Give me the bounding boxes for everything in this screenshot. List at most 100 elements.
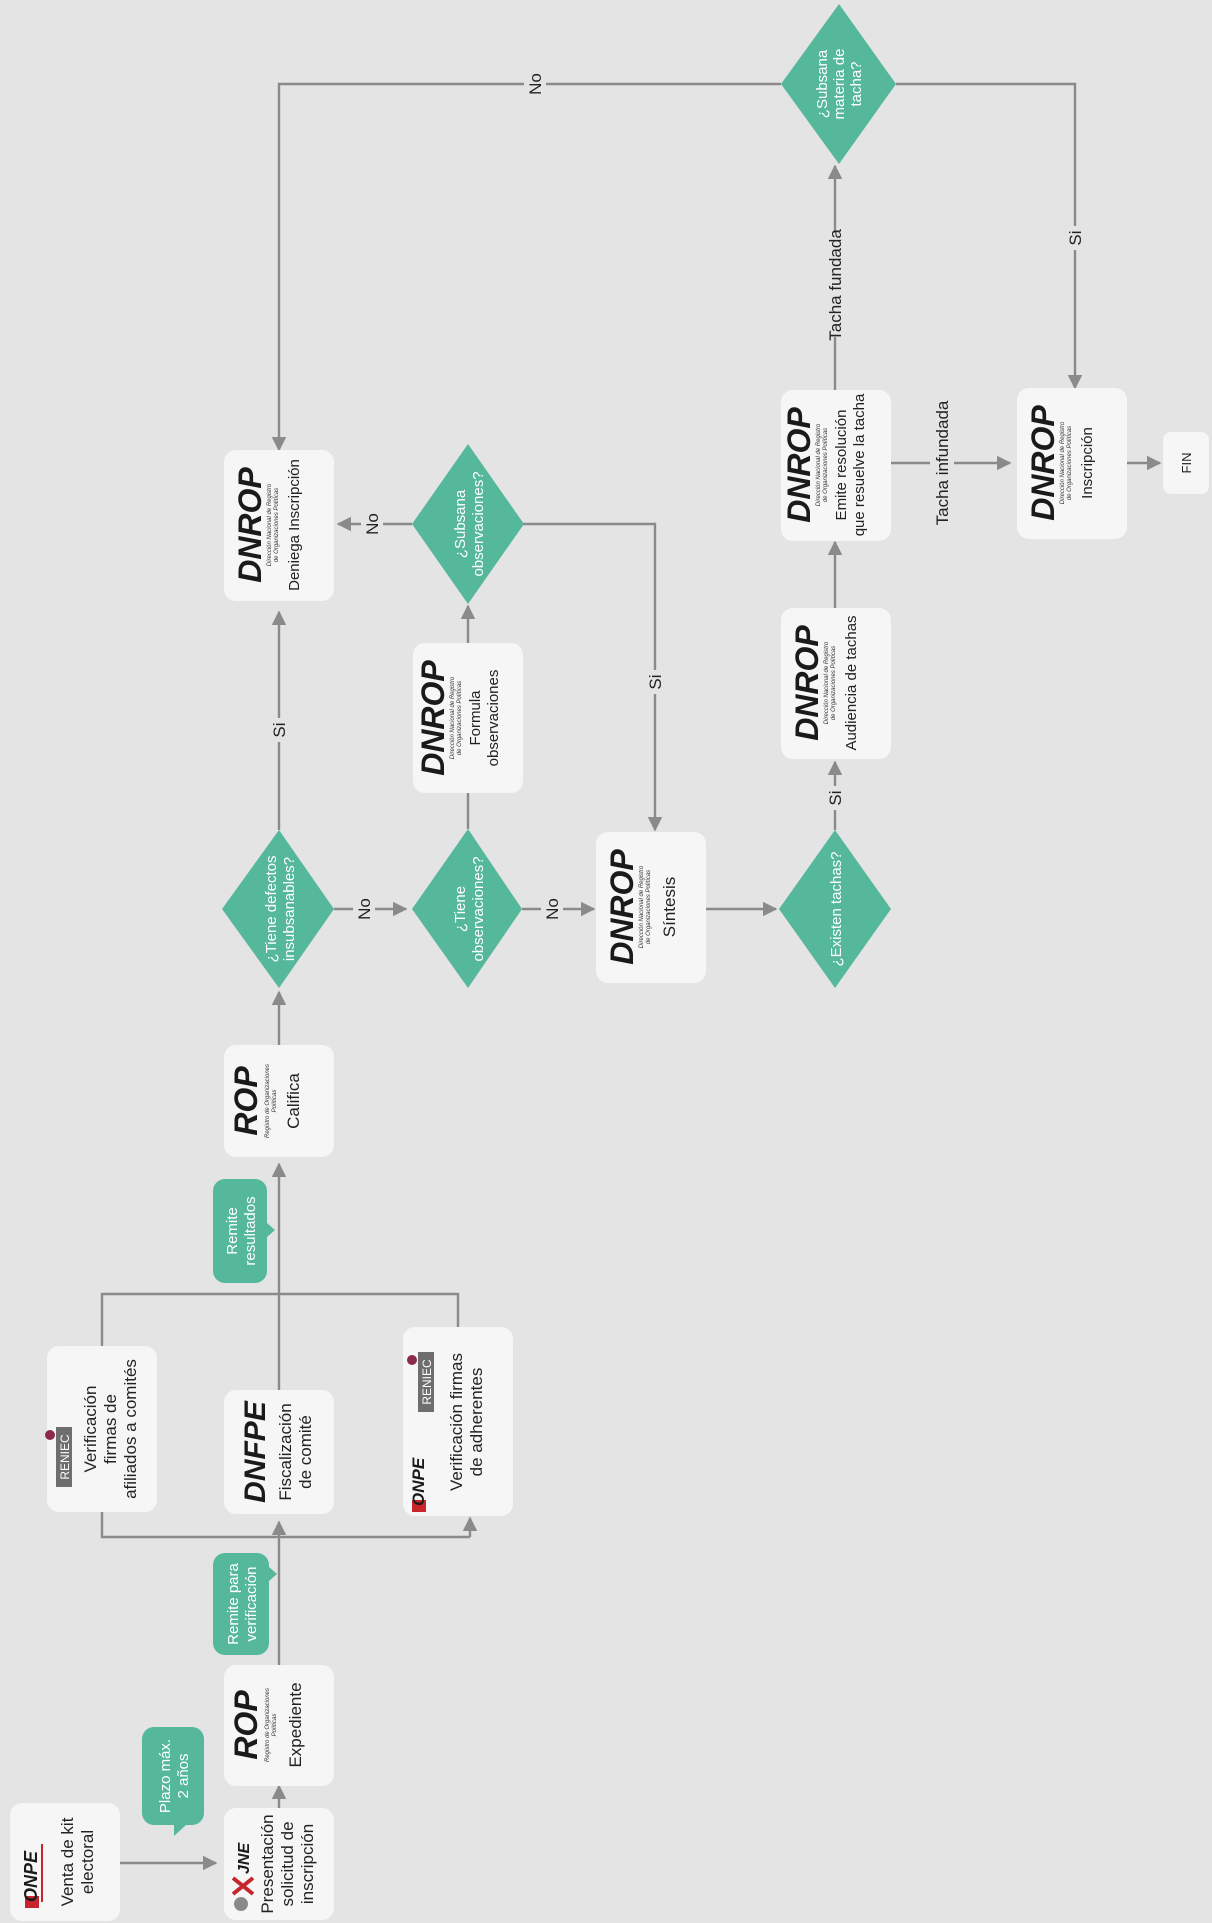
box-dnfpe-label-1: Fiscalización (276, 1403, 295, 1500)
box-rop-expediente-label: Expediente (286, 1682, 305, 1767)
box-dnrop-audiencia-label: Audiencia de tachas (843, 615, 860, 750)
svg-text:Si: Si (1066, 230, 1085, 245)
edge-label-tacha-fundada: Tacha fundada (823, 229, 847, 341)
box-fin-label: FIN (1179, 453, 1194, 474)
svg-text:ONPE: ONPE (409, 1457, 428, 1506)
decision-tachas-line-1: ¿Existen tachas? (828, 851, 845, 966)
box-rop-expediente-subtitle-2: Políticas (272, 1714, 278, 1737)
box-dnrop-inscripcion-subtitle-1: Dirección Nacional de Registro (1060, 421, 1066, 504)
decision-tachas: ¿Existen tachas? (779, 830, 891, 988)
box-dnrop-formula-title: DNROP (415, 660, 451, 776)
box-dnrop-deniega: DNROP Dirección Nacional de Registro de … (224, 450, 334, 601)
box-dnrop-audiencia-subtitle-1: Dirección Nacional de Registro (824, 641, 830, 724)
connector-subsana-sintesis (522, 522, 663, 832)
edge-label-no-observaciones: No (541, 895, 563, 923)
box-presentacion-label-2: solicitud de (278, 1821, 297, 1906)
box-dnrop-emite-label-1: Emite resolución (833, 410, 850, 521)
box-dnrop-deniega-title: DNROP (232, 467, 268, 583)
svg-text:Tacha fundada: Tacha fundada (826, 229, 845, 341)
decision-defectos: ¿Tiene defectos insubsanables? (222, 830, 334, 988)
box-rop-expediente-subtitle-1: Registro de Organizaciones (265, 1688, 271, 1762)
svg-text:Si: Si (646, 674, 665, 689)
box-dnrop-emite-title: DNROP (781, 407, 817, 523)
svg-text:No: No (363, 513, 382, 535)
bubble-remite-verificacion: Remite para verificación (213, 1553, 277, 1655)
svg-text:Si: Si (270, 722, 289, 737)
bubble-plazo-line-1: Plazo máx. (157, 1739, 174, 1813)
box-dnfpe-title: DNFPE (239, 1400, 272, 1503)
edge-label-si-subsana-obs: Si (644, 670, 666, 694)
box-venta-kit: ONPE Venta de kit electoral (10, 1803, 120, 1921)
box-dnrop-sintesis-subtitle-1: Dirección Nacional de Registro (639, 865, 645, 948)
bubble-remite-verificacion-line-2: verificación (243, 1566, 260, 1641)
box-dnrop-deniega-label: Deniega Inscripción (286, 459, 303, 591)
box-presentacion: JNE Presentación solicitud de inscripció… (224, 1808, 334, 1920)
box-onpe-reniec-adherentes: ONPE RENIEC Verificación firmas de adher… (403, 1327, 513, 1516)
decision-subsana-obs-line-1: ¿Subsana (452, 489, 469, 558)
bubble-remite-resultados: Remite resultados (213, 1179, 275, 1283)
bubble-plazo-line-2: 2 años (175, 1753, 192, 1798)
box-rop-califica-subtitle-2: Políticas (272, 1090, 278, 1113)
box-dnrop-inscripcion-label: Inscripción (1079, 427, 1096, 499)
edge-labels: Si No No No Si Si Tacha fundada Tacha i (268, 70, 1086, 923)
svg-text:RENIEC: RENIEC (420, 1359, 434, 1405)
box-presentacion-label-3: inscripción (298, 1824, 317, 1904)
bubble-remite-resultados-line-1: Remite (224, 1207, 241, 1255)
box-rop-expediente-title: ROP (228, 1690, 264, 1760)
reniec-logo: RENIEC (407, 1352, 434, 1412)
box-dnrop-deniega-subtitle-2: de Organizaciones Políticas (274, 488, 280, 562)
edge-label-si-tachas: Si (824, 786, 846, 810)
box-dnrop-emite-subtitle-2: de Organizaciones Políticas (823, 428, 829, 502)
reniec-logo: RENIEC (45, 1427, 72, 1487)
svg-text:Si: Si (826, 790, 845, 805)
connectors (100, 82, 1162, 1871)
box-dnrop-emite-label-2: que resuelve la tacha (851, 393, 868, 536)
onpe-logo: ONPE (21, 1844, 43, 1908)
edge-label-no-defectos: No (353, 895, 375, 923)
box-venta-kit-label-1: Venta de kit (58, 1817, 77, 1906)
decision-subsana-obs-line-2: observaciones? (470, 471, 487, 576)
box-adherentes-label-2: de adherentes (467, 1368, 486, 1477)
svg-text:ONPE: ONPE (21, 1850, 41, 1902)
svg-text:JNE: JNE (236, 1842, 253, 1874)
bubble-plazo: Plazo máx. 2 años (142, 1727, 204, 1836)
box-dnrop-deniega-subtitle-1: Dirección Nacional de Registro (267, 483, 273, 566)
box-dnrop-sintesis: DNROP Dirección Nacional de Registro de … (596, 832, 706, 983)
connector-subsana-tacha-inscripcion (896, 82, 1083, 390)
decision-observaciones-line-1: ¿Tiene (452, 886, 469, 932)
box-dnrop-audiencia-title: DNROP (789, 625, 825, 741)
box-dnrop-sintesis-subtitle-2: de Organizaciones Políticas (646, 870, 652, 944)
decision-subsana-tacha-line-3: tacha? (848, 61, 865, 106)
box-reniec-comites: RENIEC Verificación firmas de afiliados … (45, 1346, 157, 1512)
onpe-logo: ONPE (409, 1457, 428, 1512)
edge-label-si-subsana-tacha: Si (1064, 226, 1086, 250)
box-dnfpe-label-2: de comité (296, 1415, 315, 1489)
connector-subsana-tacha-deniega (271, 82, 781, 452)
decision-subsana-obs: ¿Subsana observaciones? (412, 444, 524, 604)
box-reniec-comites-label-3: afiliados a comités (121, 1359, 140, 1499)
edge-label-no-subsana-tacha: No (524, 70, 546, 98)
box-adherentes-label-1: Verificación firmas (447, 1353, 466, 1491)
connector-fanout-bottom (100, 1512, 470, 1539)
box-rop-expediente: ROP Registro de Organizaciones Políticas… (224, 1665, 334, 1786)
jne-logo: JNE (231, 1842, 255, 1911)
svg-text:RENIEC: RENIEC (58, 1434, 72, 1480)
box-reniec-comites-label-2: firmas de (101, 1394, 120, 1464)
decision-subsana-tacha-line-2: materia de (831, 49, 848, 120)
box-dnrop-audiencia-subtitle-2: de Organizaciones Políticas (831, 646, 837, 720)
box-fin: FIN (1163, 432, 1209, 494)
edge-label-tacha-infundada: Tacha infundada (930, 400, 954, 525)
box-dnrop-sintesis-title: DNROP (604, 849, 640, 965)
box-rop-califica: ROP Registro de Organizaciones Políticas… (224, 1045, 334, 1157)
bubble-remite-resultados-line-2: resultados (242, 1196, 259, 1265)
box-dnrop-audiencia: DNROP Dirección Nacional de Registro de … (781, 608, 891, 759)
box-dnrop-sintesis-label: Síntesis (660, 877, 679, 937)
box-rop-califica-subtitle-1: Registro de Organizaciones (265, 1064, 271, 1138)
box-rop-califica-title: ROP (228, 1066, 264, 1136)
box-presentacion-label-1: Presentación (258, 1814, 277, 1913)
decision-observaciones: ¿Tiene observaciones? (412, 829, 522, 988)
svg-text:No: No (543, 898, 562, 920)
box-dnrop-formula-label-2: observaciones (485, 670, 502, 767)
decision-defectos-line-1: ¿Tiene defectos (263, 856, 280, 963)
